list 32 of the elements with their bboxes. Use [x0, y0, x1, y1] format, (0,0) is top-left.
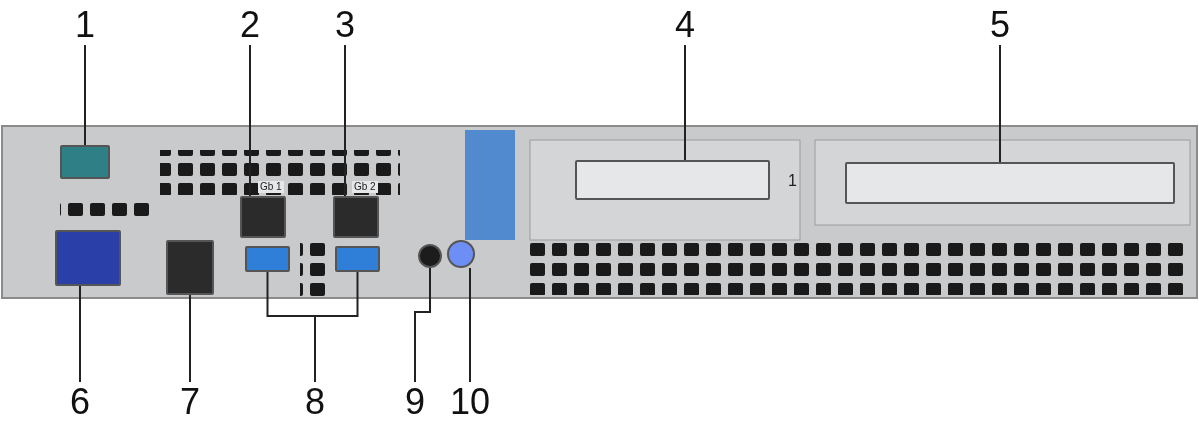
callout-number: 1: [60, 5, 110, 45]
leader-line: [469, 267, 471, 383]
serial-port: [60, 145, 110, 179]
network-port: [166, 240, 214, 295]
network-port: [333, 196, 379, 238]
callout-number: 10: [442, 382, 498, 422]
callout-number: 7: [165, 382, 215, 422]
network-port: [240, 196, 286, 238]
callout-number: 6: [55, 382, 105, 422]
callout-number: 9: [390, 382, 440, 422]
usb-port: [245, 246, 290, 272]
leader-line: [249, 44, 251, 197]
leader-line: [344, 44, 346, 197]
leader-line: [684, 44, 686, 161]
callout-number: 3: [320, 5, 370, 45]
callout-number: 8: [290, 382, 340, 422]
vga-port: [55, 230, 121, 286]
callout-number: 4: [660, 5, 710, 45]
expansion-card-slot: [575, 160, 770, 200]
usb-port: [335, 246, 380, 272]
leader-line: [79, 285, 81, 383]
leader-line: [189, 294, 191, 383]
port-label: Gb 2: [352, 181, 378, 193]
port-label: Gb 1: [258, 181, 284, 193]
callout-number: 2: [225, 5, 275, 45]
leader-line: [999, 44, 1001, 163]
leader-line: [314, 271, 359, 383]
callout-number: 5: [975, 5, 1025, 45]
slot-number: 1: [788, 172, 797, 190]
leader-line: [84, 44, 86, 146]
leader-line: [414, 267, 431, 383]
expansion-card-slot: [845, 162, 1175, 204]
